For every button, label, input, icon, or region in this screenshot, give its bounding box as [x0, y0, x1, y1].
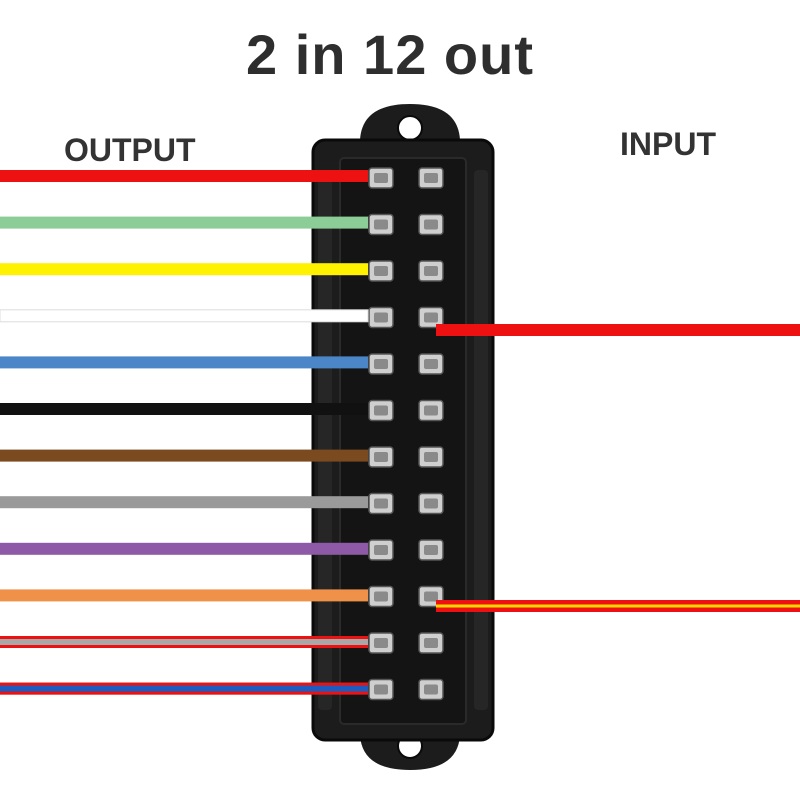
block-inner-panel	[339, 157, 467, 725]
terminal-right-7	[418, 446, 444, 468]
terminal-right-4	[418, 306, 444, 329]
output-wire-10	[0, 589, 368, 602]
terminal-right-11	[418, 632, 444, 654]
terminal-right-8	[418, 492, 444, 515]
terminal-left-4	[368, 306, 394, 329]
block-side-rail-right	[474, 170, 488, 710]
terminal-right-1	[418, 167, 444, 189]
output-wire-3	[0, 263, 368, 276]
output-wire-4	[0, 309, 369, 323]
output-wire-8	[0, 496, 368, 509]
output-wire-1	[0, 170, 368, 182]
terminal-left-11	[368, 632, 394, 654]
terminal-left-8	[368, 492, 394, 515]
output-wire-6	[0, 403, 368, 415]
mounting-hole-top	[397, 115, 423, 141]
terminal-right-6	[418, 399, 444, 422]
terminal-right-2	[418, 213, 444, 236]
block-side-rail-left	[318, 170, 332, 710]
output-wire-5	[0, 356, 368, 369]
title: 2 in 12 out	[246, 23, 534, 86]
terminal-left-12	[368, 678, 394, 701]
terminal-right-5	[418, 353, 444, 375]
fuse-block	[311, 104, 495, 770]
terminal-left-6	[368, 399, 394, 422]
terminal-left-5	[368, 353, 394, 375]
terminal-left-2	[368, 213, 394, 236]
output-wires	[0, 170, 369, 695]
output-wire-11	[0, 636, 368, 648]
output-wire-12	[0, 682, 368, 695]
output-label: OUTPUT	[64, 132, 196, 168]
terminal-left-3	[368, 260, 394, 282]
input-wires	[436, 324, 800, 612]
terminal-left-10	[368, 585, 394, 608]
terminals	[368, 167, 444, 701]
terminal-left-9	[368, 539, 394, 561]
terminal-right-9	[418, 539, 444, 561]
output-wire-9	[0, 542, 368, 555]
terminal-right-12	[418, 678, 444, 701]
output-wire-7	[0, 449, 368, 462]
terminal-right-3	[418, 260, 444, 282]
input-wire-2	[436, 600, 800, 612]
input-label: INPUT	[620, 126, 716, 162]
terminal-left-7	[368, 446, 394, 468]
terminal-left-1	[368, 167, 394, 189]
output-wire-2	[0, 216, 368, 229]
input-wire-1	[436, 324, 800, 336]
